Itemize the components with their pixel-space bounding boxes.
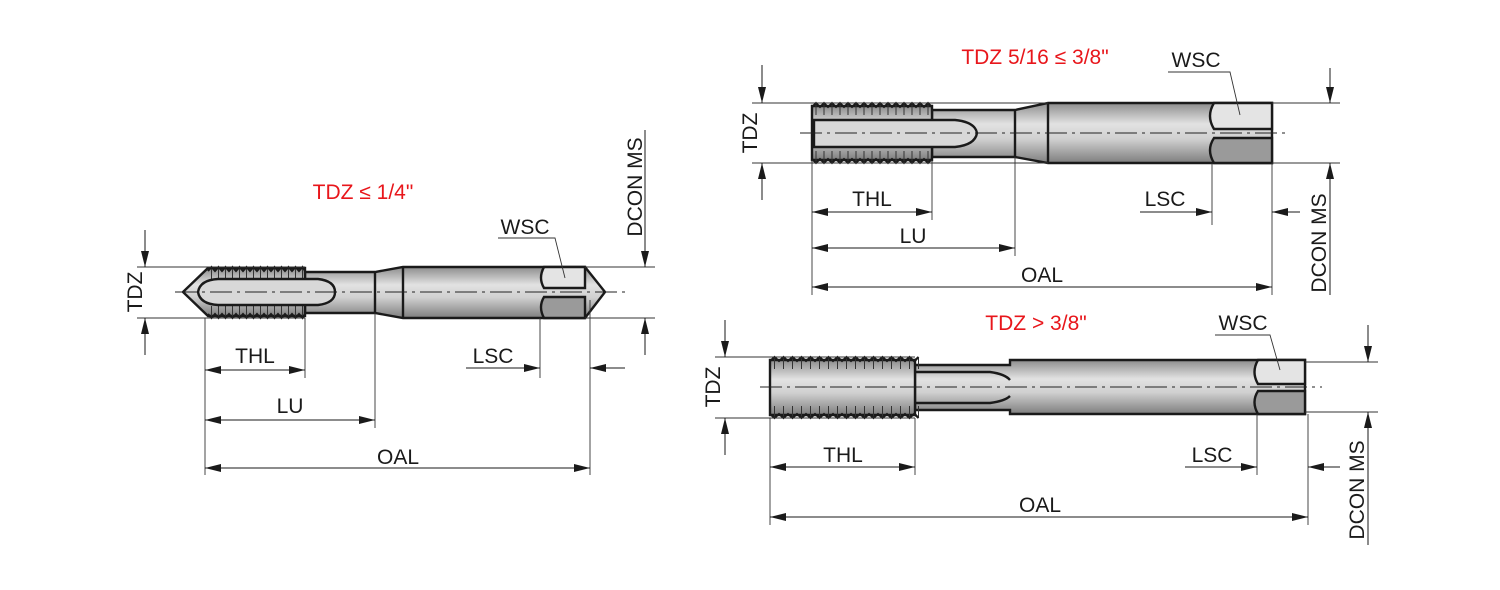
lsc-label: LSC <box>1192 444 1233 467</box>
diagram-title: TDZ ≤ 1/4" <box>313 181 414 204</box>
tdz-label: TDZ <box>739 112 762 153</box>
tdz-label: TDZ <box>702 366 725 407</box>
dimension-lines <box>137 130 655 475</box>
tdz-label: TDZ <box>124 271 147 312</box>
thread-teeth <box>769 355 920 420</box>
wsc-label: WSC <box>501 216 550 239</box>
diagram-title: TDZ 5/16 ≤ 3/8" <box>961 46 1108 69</box>
thread-profile <box>207 312 306 320</box>
lu-label: LU <box>900 225 927 248</box>
dimension-lines <box>752 65 1340 295</box>
lu-label: LU <box>277 395 304 418</box>
tap-diagram-medium: TDZ 5/16 ≤ 3/8" <box>739 46 1340 295</box>
oal-label: OAL <box>1019 494 1061 517</box>
tap-diagram-small: TDZ ≤ 1/4" <box>124 130 655 475</box>
thl-label: THL <box>823 444 863 467</box>
tap-diagram-large: TDZ > 3/8" TDZ THL OA <box>702 312 1378 545</box>
tap-body <box>760 355 1322 420</box>
dcon-ms-label: DCON MS <box>1308 193 1331 292</box>
thread-teeth <box>207 265 306 320</box>
wsc-label: WSC <box>1172 49 1221 72</box>
wsc-label: WSC <box>1219 312 1268 335</box>
thl-label: THL <box>852 188 892 211</box>
tap-body <box>175 265 625 320</box>
diagram-title: TDZ > 3/8" <box>985 312 1086 335</box>
oal-label: OAL <box>1021 264 1063 287</box>
dcon-ms-label: DCON MS <box>1346 440 1369 539</box>
thread-profile <box>207 265 306 273</box>
lsc-label: LSC <box>1145 188 1186 211</box>
lsc-label: LSC <box>473 345 514 368</box>
thl-label: THL <box>235 345 275 368</box>
dcon-ms-label: DCON MS <box>624 137 647 236</box>
dimension-lines <box>715 320 1378 545</box>
tap-body <box>800 101 1290 165</box>
oal-label: OAL <box>377 446 419 469</box>
